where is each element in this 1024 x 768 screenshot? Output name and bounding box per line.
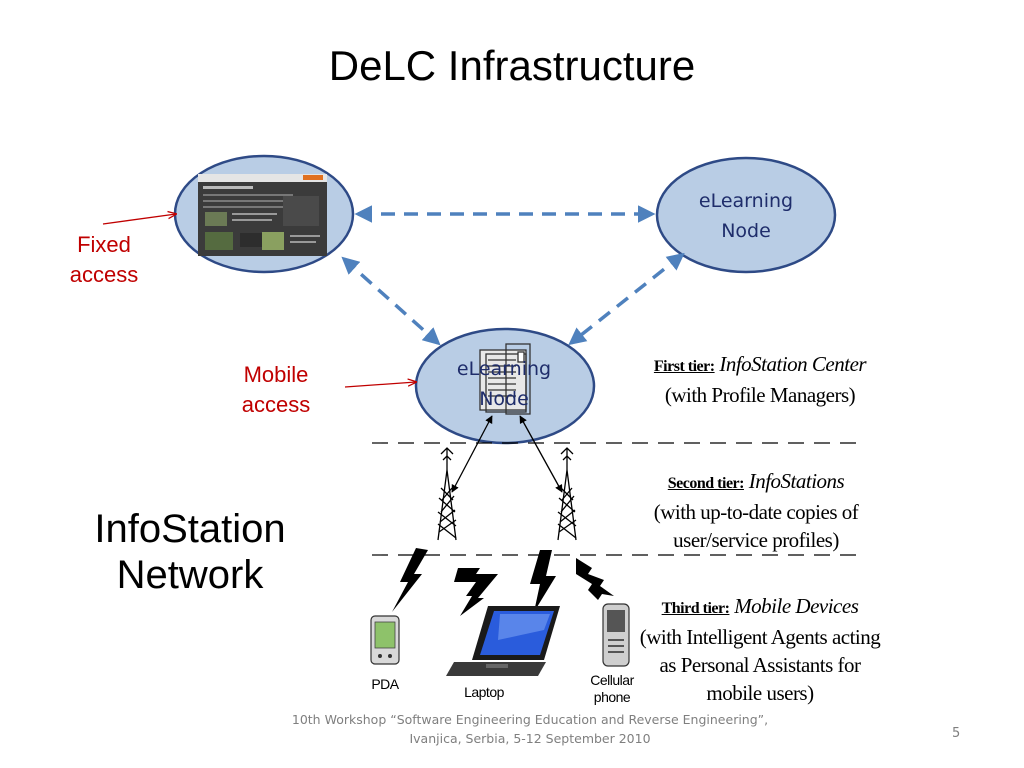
website-screenshot-image [198, 174, 327, 256]
infostation-network-label: InfoStation Network [60, 506, 320, 598]
dashed-arrow-node-to-center [568, 252, 685, 346]
node-center-line1: eLearning [456, 358, 552, 380]
third-tier-heading: Third tier: [661, 600, 730, 617]
elearning-node-top-label: eLearning Node [676, 186, 816, 246]
mobile-access-label: Mobile access [222, 360, 330, 420]
second-tier-description: Second tier: InfoStations (with up-to-da… [616, 467, 896, 554]
page-title: DeLC Infrastructure [328, 42, 696, 89]
third-tier-description: Third tier: Mobile Devices (with Intelli… [610, 592, 910, 707]
cellular-phone-label: Cellular phone [582, 672, 642, 706]
phone-label-line2: phone [593, 689, 631, 705]
second-tier-name: InfoStations [748, 469, 845, 493]
node-top-line2: Node [721, 220, 771, 242]
second-tier-heading: Second tier: [667, 475, 745, 492]
wireless-bolt-icon-3 [530, 550, 556, 612]
fixed-access-pointer [102, 214, 176, 225]
first-tier-name: InfoStation Center [719, 352, 867, 376]
phone-label-line1: Cellular [590, 672, 634, 688]
fixed-access-node [173, 154, 355, 274]
server-icon [479, 343, 531, 415]
wireless-bolt-icon-2 [454, 568, 498, 616]
laptop-label: Laptop [464, 684, 504, 700]
wireless-bolt-icon-4 [576, 558, 614, 600]
footer-line2: Ivanjica, Serbia, 5-12 September 2010 [409, 731, 651, 746]
dashed-arrow-fixed-to-center [341, 256, 441, 346]
wireless-bolt-icon-1 [392, 548, 428, 612]
infostation-line1: InfoStation [94, 507, 286, 551]
elearning-node-center-label: eLearning Node [434, 354, 574, 414]
third-tier-line1: (with Intelligent Agents acting [639, 625, 881, 649]
fixed-access-label: Fixed access [52, 230, 156, 290]
page-number: 5 [952, 726, 961, 741]
antenna-tower-icon-left [437, 447, 457, 541]
node-top-line1: eLearning [698, 190, 794, 212]
fixed-access-line1: Fixed [77, 232, 131, 257]
second-tier-line2: user/service profiles) [673, 528, 839, 552]
mobile-access-line1: Mobile [243, 362, 309, 387]
mobile-access-pointer [344, 382, 416, 388]
link-arrow-left-tower [451, 415, 493, 493]
third-tier-line3: mobile users) [706, 681, 814, 705]
footer-line1: 10th Workshop “Software Engineering Educ… [291, 712, 769, 727]
second-tier-line1: (with up-to-date copies of [653, 500, 859, 524]
laptop-icon [446, 606, 560, 676]
first-tier-heading: First tier: [653, 358, 715, 375]
cellular-phone-icon [602, 603, 630, 667]
link-arrow-right-tower [519, 415, 563, 493]
first-tier-description: First tier: InfoStation Center (with Pro… [620, 350, 900, 409]
infostation-line2: Network [116, 553, 264, 597]
first-tier-line1: (with Profile Managers) [664, 383, 856, 407]
node-center-line2: Node [479, 388, 529, 410]
elearning-node-top [655, 156, 837, 274]
third-tier-name: Mobile Devices [734, 594, 859, 618]
footer-text: 10th Workshop “Software Engineering Educ… [200, 710, 860, 748]
antenna-tower-icon-right [557, 447, 577, 541]
mobile-access-line2: access [241, 392, 311, 417]
pda-label: PDA [371, 676, 399, 692]
pda-icon [370, 615, 400, 665]
fixed-access-line2: access [69, 262, 139, 287]
third-tier-line2: as Personal Assistants for [659, 653, 861, 677]
